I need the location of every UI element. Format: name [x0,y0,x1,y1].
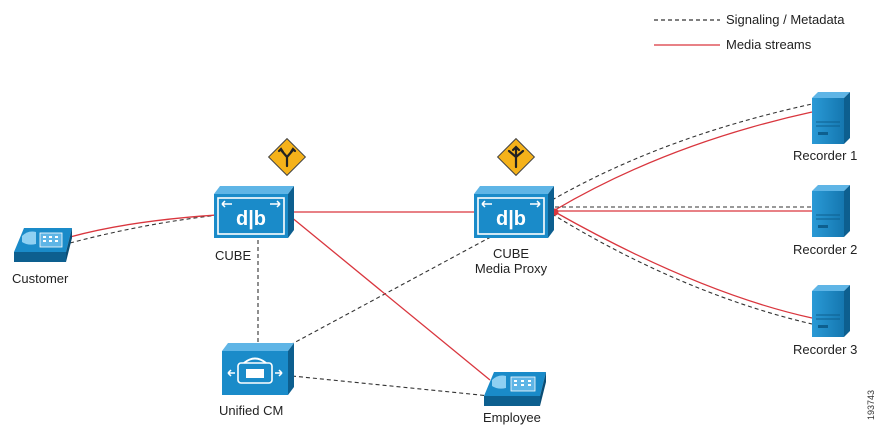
signaling-links [69,103,813,397]
figure-id: 193743 [866,389,876,420]
signaling-ucm-proxy [289,231,501,346]
media-proxy-recorder3 [554,211,813,319]
employee-label: Employee [483,410,541,425]
media-proxy-recorder1 [554,111,813,211]
customer-phone-icon [14,228,72,262]
svg-text:d|b: d|b [496,208,526,230]
customer-label: Customer [12,271,69,286]
unified-cm-icon [222,343,294,395]
legend-signaling-label: Signaling / Metadata [726,12,845,27]
recorder2-server-icon [812,185,850,237]
signaling-ucm-employee [291,375,491,397]
signaling-proxy-recorder1 [551,103,813,201]
recorder3-server-icon [812,285,850,337]
recorder1-server-icon [812,92,850,144]
fork-road-sign-icon [267,137,307,177]
signaling-proxy-recorder3 [551,213,813,325]
cube-media-proxy-label-line1: CUBE [492,246,530,261]
recorder3-label: Recorder 3 [793,342,858,357]
svg-text:d|b: d|b [236,208,266,230]
media-links [69,111,813,381]
cube-media-proxy-router-icon: d|b [474,186,554,238]
recorder1-label: Recorder 1 [793,148,858,163]
cube-media-proxy-label-line2: Media Proxy [474,261,548,276]
unified-cm-label: Unified CM [219,403,284,418]
signaling-customer-cube [69,213,229,244]
cube-router-icon: d|b [214,186,294,238]
cube-media-proxy-label: CUBE Media Proxy [470,246,552,276]
media-cube-employee [284,211,491,381]
cube-label: CUBE [215,248,252,263]
legend-media-label: Media streams [726,37,812,52]
multi-fork-road-sign-icon [496,137,536,177]
recorder2-label: Recorder 2 [793,242,858,257]
employee-phone-icon [484,372,546,406]
